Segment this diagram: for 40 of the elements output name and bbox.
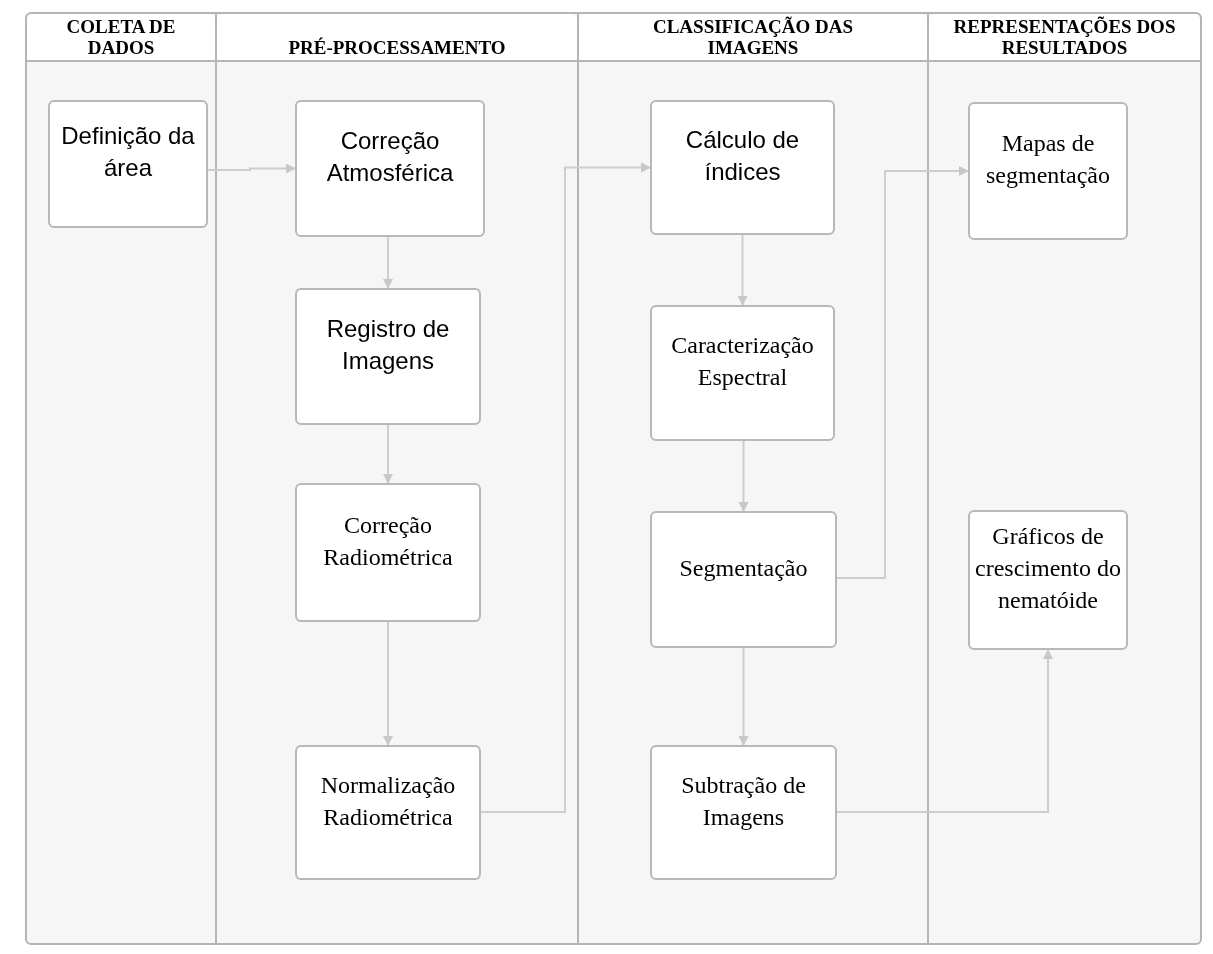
process-box (650, 511, 837, 648)
arrow (480, 162, 651, 813)
process-box (650, 100, 835, 235)
process-box (48, 100, 208, 228)
arrow (738, 440, 749, 512)
box-label: Mapas de segmentação (985, 129, 1111, 190)
box-label: Gráficos de crescimento do nematóide (974, 522, 1122, 615)
process-box (295, 288, 481, 425)
swimlane (927, 12, 1202, 945)
arrow (383, 424, 393, 484)
swimlane (215, 12, 579, 945)
box-label: Correção Radiométrica (322, 510, 454, 572)
process-box (295, 483, 481, 622)
box-label: Caracterização Espectral (670, 331, 815, 392)
box-label: Correção Atmosférica (325, 125, 455, 188)
arrow (836, 649, 1053, 813)
lane-heading: CLASSIFICAÇÃO DAS IMAGENS (651, 16, 855, 58)
arrow (738, 647, 749, 746)
swimlane (25, 12, 217, 945)
process-box (295, 745, 481, 880)
box-label: Subtração de Imagens (680, 770, 807, 832)
box-label: Normalização Radiométrica (319, 770, 457, 832)
process-box (295, 100, 485, 237)
process-box (968, 510, 1128, 650)
swimlane (577, 12, 929, 945)
process-box (650, 305, 835, 441)
lane-heading: PRÉ-PROCESSAMENTO (288, 37, 506, 58)
arrow (207, 163, 296, 174)
box-label: Registro de Imagens (325, 313, 451, 376)
arrow (737, 234, 748, 306)
box-label: Segmentação (679, 553, 808, 583)
process-box (650, 745, 837, 880)
lane-heading: REPRESENTAÇÕES DOS RESULTADOS (952, 16, 1177, 58)
arrow (383, 621, 393, 746)
arrow (836, 166, 969, 579)
process-box (968, 102, 1128, 240)
box-label: Cálculo de índices (684, 124, 801, 187)
lane-heading: COLETA DE DADOS (65, 16, 177, 58)
arrow (383, 236, 393, 289)
box-label: Definição da área (60, 121, 196, 183)
